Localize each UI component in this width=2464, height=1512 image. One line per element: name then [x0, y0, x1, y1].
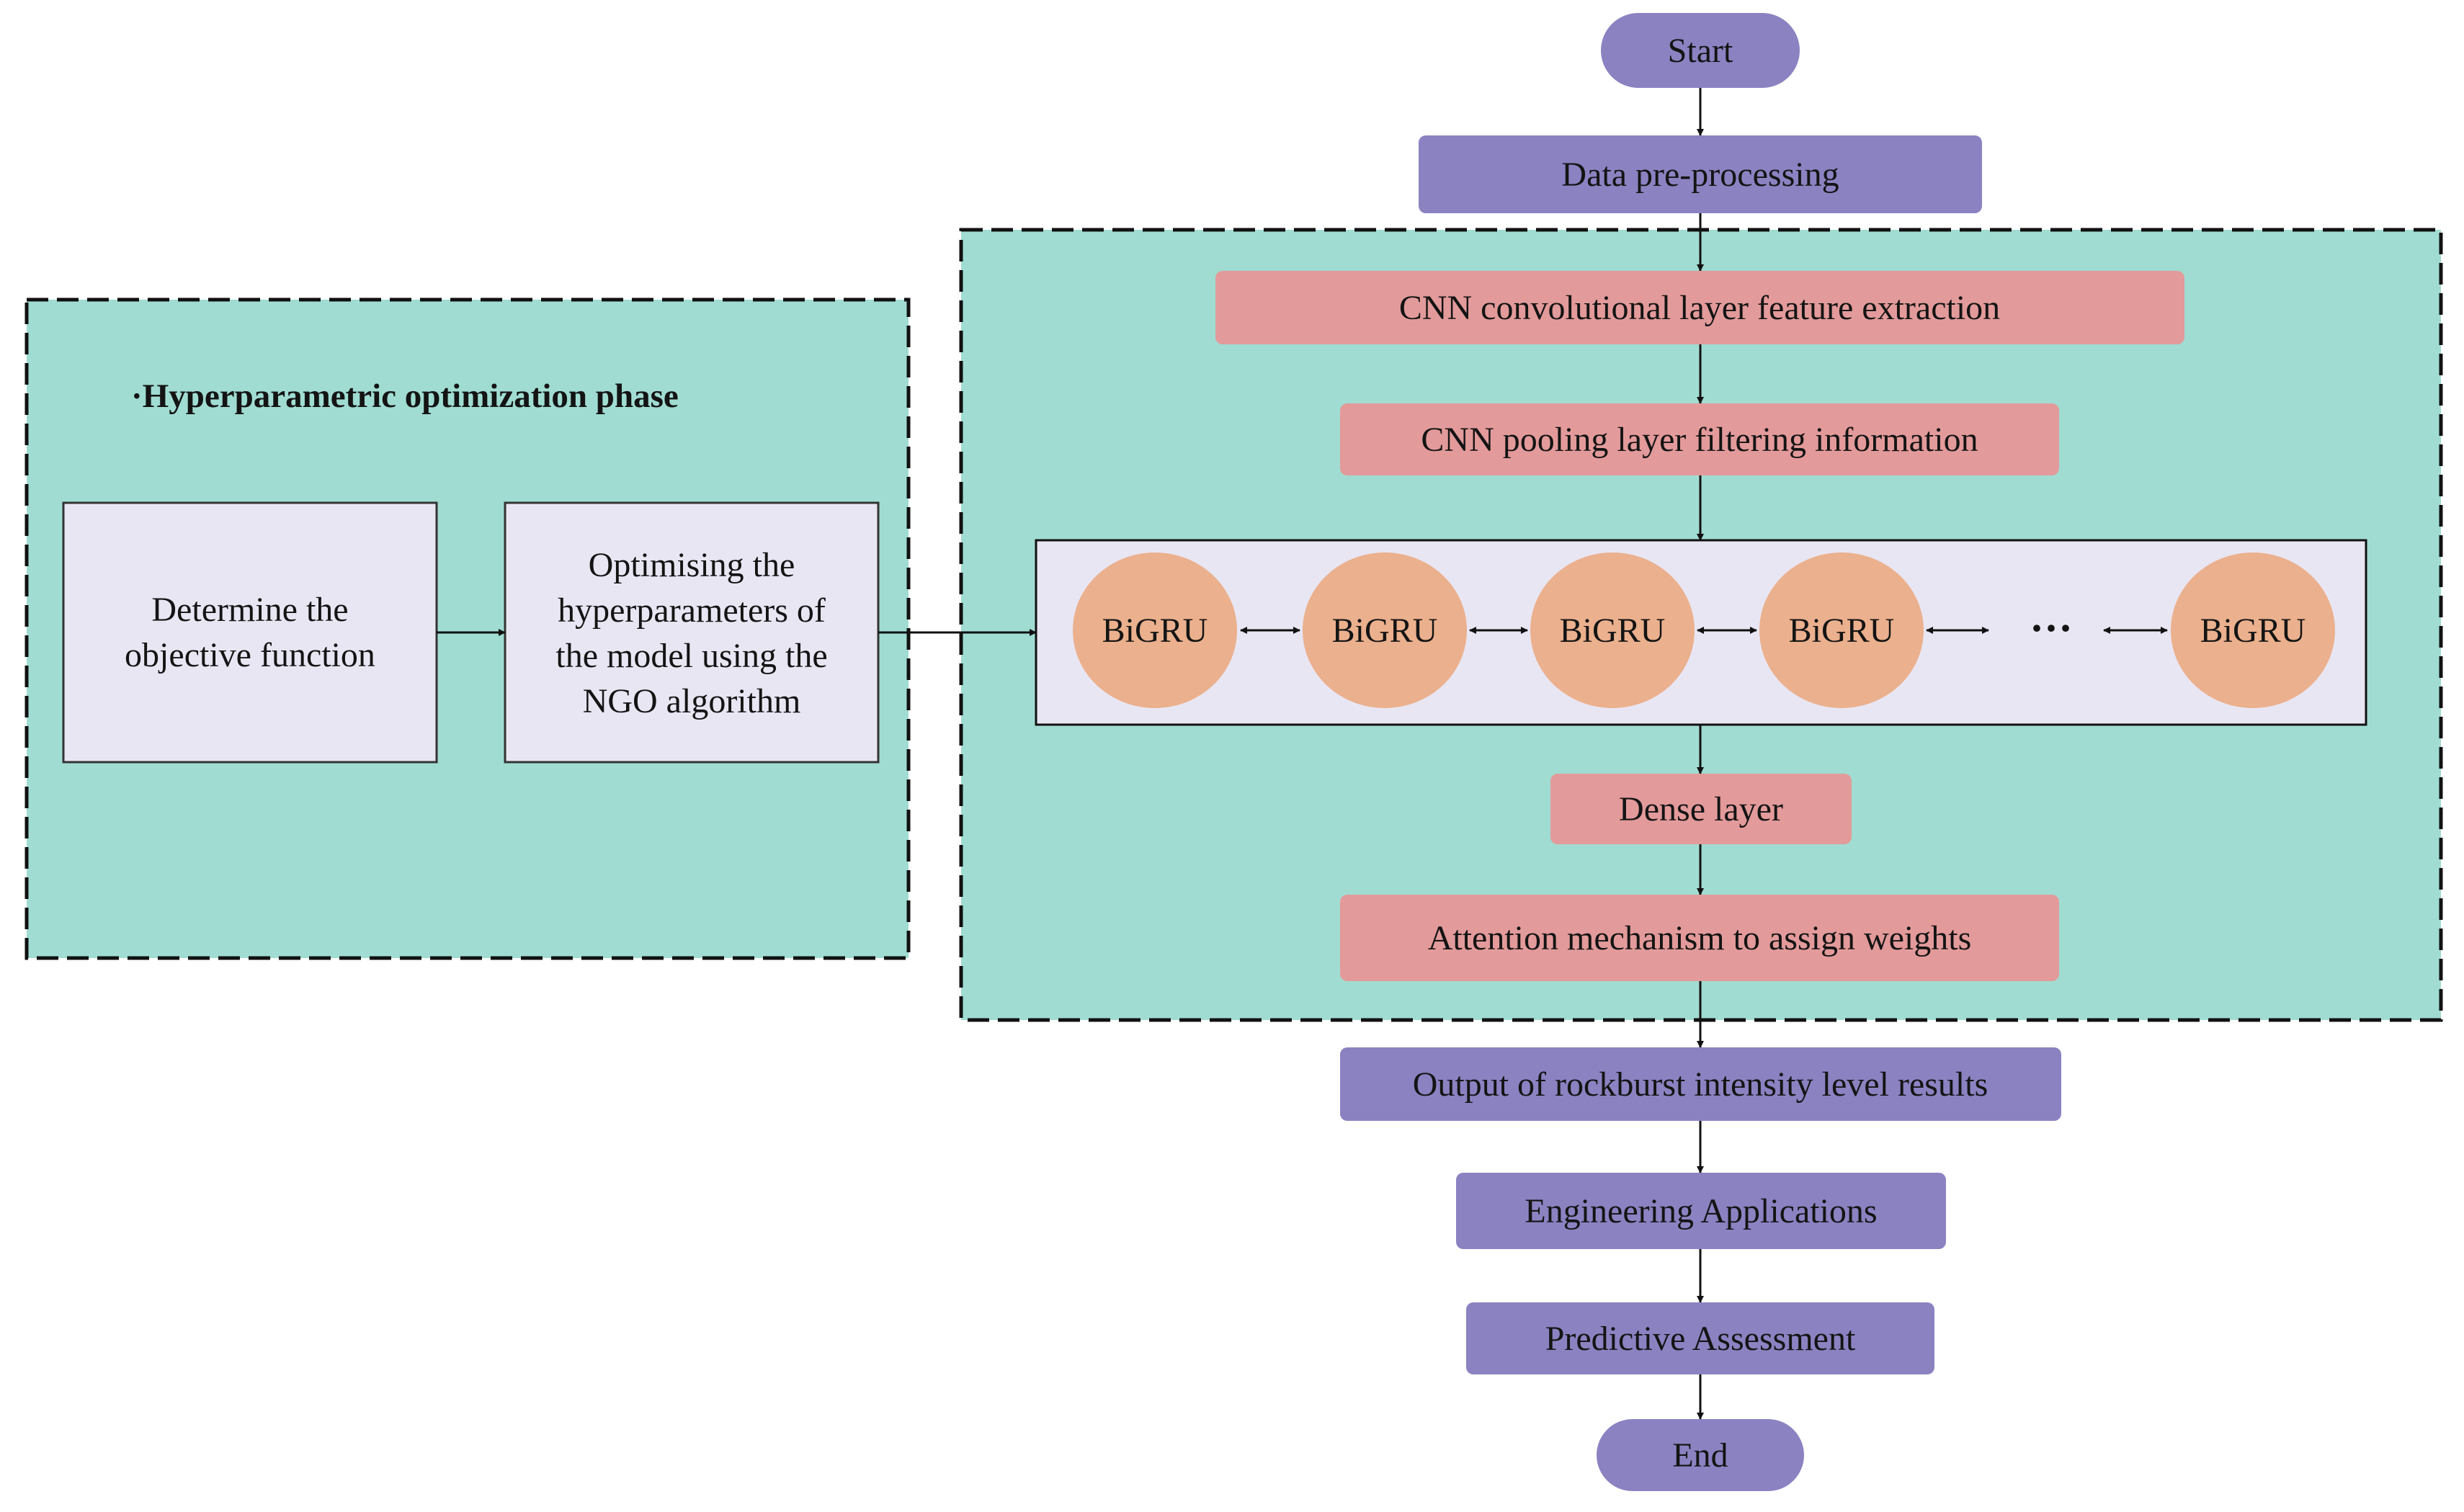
attention-label: Attention mechanism to assign weights [1428, 919, 1972, 957]
bigru-cell [1073, 553, 1237, 708]
start-label: Start [1668, 32, 1733, 70]
preprocess-label: Data pre-processing [1561, 156, 1839, 194]
hyper-phase-title: ·Hyperparametric optimization phase [131, 377, 679, 415]
output-label: Output of rockburst intensity level resu… [1413, 1065, 1988, 1104]
objective-function-box [62, 501, 438, 764]
engineering-label: Engineering Applications [1525, 1192, 1877, 1230]
dense-node [1550, 774, 1852, 844]
bigru-cell-label: BiGRU [1789, 612, 1895, 650]
end-label: End [1672, 1436, 1728, 1475]
preprocess-node [1419, 135, 1982, 213]
end-node [1597, 1419, 1804, 1491]
bigru-cell-label: BiGRU [1102, 612, 1208, 650]
engineering-node [1456, 1173, 1946, 1249]
dense-label: Dense layer [1619, 790, 1783, 828]
objective-function-line-2: objective function [125, 636, 375, 674]
bigru-cell-label: BiGRU [2200, 612, 2306, 650]
cnn-pool-node [1340, 403, 2059, 475]
ngo-box-line-2: hyperparameters of [558, 591, 826, 630]
bigru-cell-label: BiGRU [1560, 612, 1666, 650]
ngo-optimisation-box [504, 501, 880, 764]
ngo-box-line-1: Optimising the [589, 546, 795, 584]
bigru-cell [1530, 553, 1695, 708]
bigru-cell [2171, 553, 2335, 708]
cnn-conv-label: CNN convolutional layer feature extracti… [1399, 289, 2000, 327]
cnn-conv-node [1215, 271, 2184, 344]
start-node [1601, 13, 1800, 88]
output-node [1340, 1047, 2061, 1121]
predictive-node [1466, 1302, 1934, 1374]
predictive-label: Predictive Assessment [1545, 1320, 1856, 1358]
objective-function-line-1: Determine the [151, 591, 348, 629]
cnn-pool-label: CNN pooling layer filtering information [1421, 421, 1978, 459]
attention-node [1340, 895, 2059, 981]
ngo-box-line-3: the model using the [555, 637, 827, 675]
bigru-cell [1759, 553, 1924, 708]
bigru-ellipsis: ··· [2030, 604, 2073, 652]
ngo-box-line-4: NGO algorithm [583, 682, 801, 720]
bigru-cell-label: BiGRU [1332, 612, 1438, 650]
bigru-cell [1303, 553, 1467, 708]
